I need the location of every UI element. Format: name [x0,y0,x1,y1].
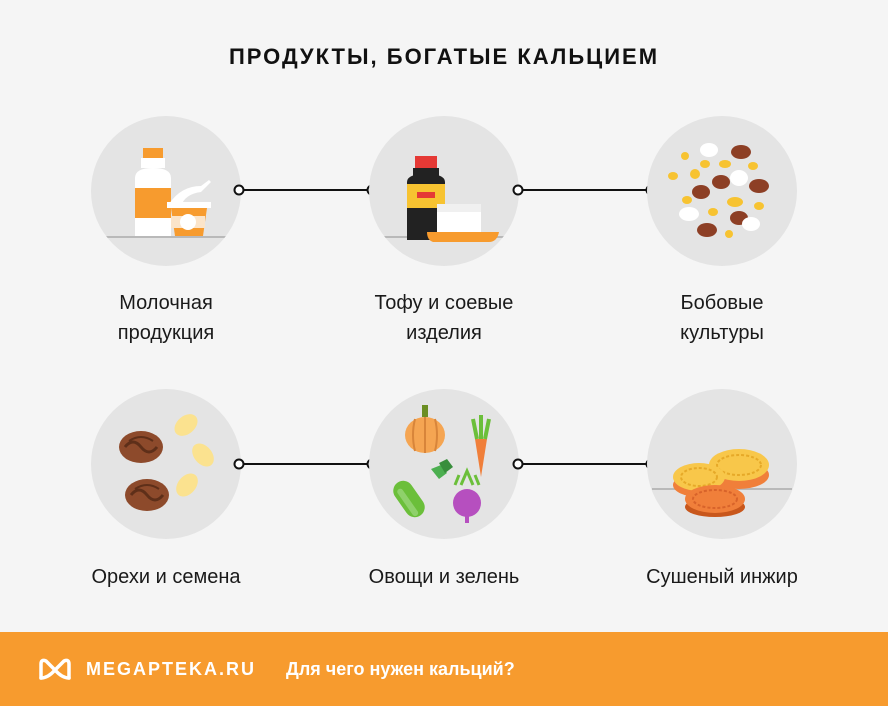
label-line-2: культуры [680,322,764,344]
nuts-icon [119,414,214,511]
label-tofu: Тофу и соевые изделия [334,288,554,348]
label-dried-fig: Сушеный инжир [612,562,832,592]
label-line-1: Бобовые [680,292,764,314]
label-line-2: продукция [117,322,215,344]
brand-name[interactable]: MEGAPTEKA.RU [86,658,257,679]
connector [233,184,378,196]
megapteka-logo-icon[interactable] [38,656,72,682]
label-line-1: Орехи и семена [91,566,241,588]
label-line-1: Тофу и соевые [374,292,514,314]
label-vegetables: Овощи и зелень [334,562,554,592]
nuts-circle [91,389,241,539]
beans-circle [647,116,797,266]
dried-fig-icon [652,449,792,517]
label-line-2: изделия [406,322,482,344]
label-nuts: Орехи и семена [56,562,276,592]
vegetables-circle [369,389,519,539]
vegetables-icon [393,405,491,523]
label-dairy: Молочная продукция [56,288,276,348]
dairy-circle [91,116,241,266]
label-beans: Бобовые культуры [612,288,832,348]
connector [233,458,378,470]
tofu-circle [369,116,519,266]
footer-bar: MEGAPTEKA.RU Для чего нужен кальций? [0,632,888,706]
connector [512,184,657,196]
calcium-info-link[interactable]: Для чего нужен кальций? [286,658,515,679]
beans-icon [668,143,769,238]
page-title: ПРОДУКТЫ, БОГАТЫЕ КАЛЬЦИЕМ [228,44,660,69]
label-line-1: Сушеный инжир [646,566,798,588]
dairy-icon [106,148,226,238]
label-line-1: Молочная [119,292,213,314]
label-line-1: Овощи и зелень [368,566,520,588]
connector [512,458,657,470]
dried-fig-circle [647,389,797,539]
tofu-icon [384,156,504,242]
